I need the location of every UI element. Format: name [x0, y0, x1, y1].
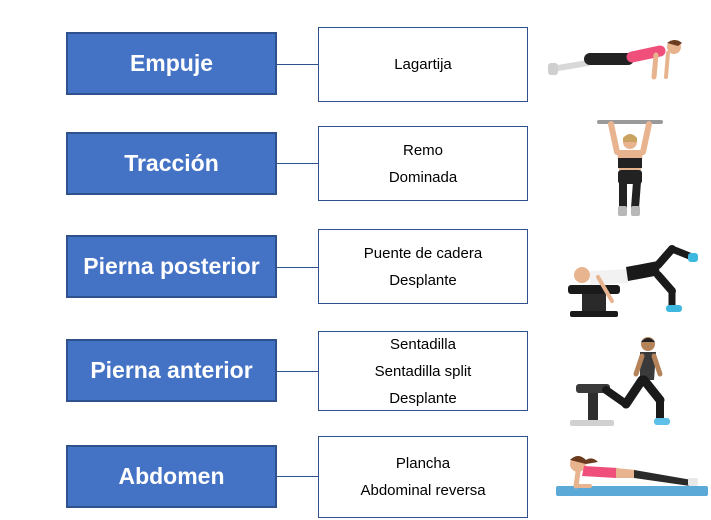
row-abdomen: Abdomen Plancha Abdominal reversa — [0, 436, 711, 518]
category-box-abdomen: Abdomen — [66, 445, 277, 508]
exercise-item: Plancha — [395, 455, 451, 472]
category-box-pierna-anterior: Pierna anterior — [66, 339, 277, 402]
exercise-item: Abdominal reversa — [360, 482, 486, 499]
connector-line — [277, 64, 318, 65]
connector-line — [277, 371, 318, 372]
category-label: Pierna posterior — [83, 253, 260, 279]
exercise-item: Desplante — [389, 389, 457, 407]
connector-line — [277, 163, 318, 164]
exercise-box-traccion: Remo Dominada — [318, 126, 528, 201]
category-label: Abdomen — [118, 463, 225, 489]
connector-line — [277, 267, 318, 268]
row-pierna-anterior: Pierna anterior Sentadilla Sentadilla sp… — [0, 331, 711, 426]
hip-bridge-icon — [568, 245, 698, 317]
exercise-item: Sentadilla split — [374, 362, 472, 380]
exercise-item: Desplante — [389, 271, 457, 289]
pull-up-icon — [597, 120, 663, 216]
connector-line — [277, 476, 318, 477]
exercise-box-pierna-anterior: Sentadilla Sentadilla split Desplante — [318, 331, 528, 411]
plank-icon — [556, 456, 708, 496]
exercise-box-pierna-posterior: Puente de cadera Desplante — [318, 229, 528, 304]
exercise-item: Dominada — [388, 168, 458, 186]
category-box-pierna-posterior: Pierna posterior — [66, 235, 277, 298]
exercise-item: Remo — [402, 141, 443, 159]
category-label: Empuje — [129, 50, 214, 76]
push-up-icon — [548, 40, 682, 80]
exercise-item: Sentadilla — [390, 335, 456, 353]
exercise-box-abdomen: Plancha Abdominal reversa — [318, 436, 528, 518]
row-pierna-posterior: Pierna posterior Puente de cadera Despla… — [0, 229, 711, 317]
row-traccion: Tracción Remo Dominada — [0, 120, 711, 216]
row-empuje: Empuje Lagartija — [0, 27, 711, 107]
category-label: Tracción — [124, 150, 219, 176]
split-squat-icon — [570, 337, 670, 426]
exercise-item: Lagartija — [394, 56, 452, 73]
exercise-box-empuje: Lagartija — [318, 27, 528, 102]
category-label: Pierna anterior — [90, 357, 253, 383]
category-box-traccion: Tracción — [66, 132, 277, 195]
category-box-empuje: Empuje — [66, 32, 277, 95]
exercise-item: Puente de cadera — [363, 244, 483, 262]
